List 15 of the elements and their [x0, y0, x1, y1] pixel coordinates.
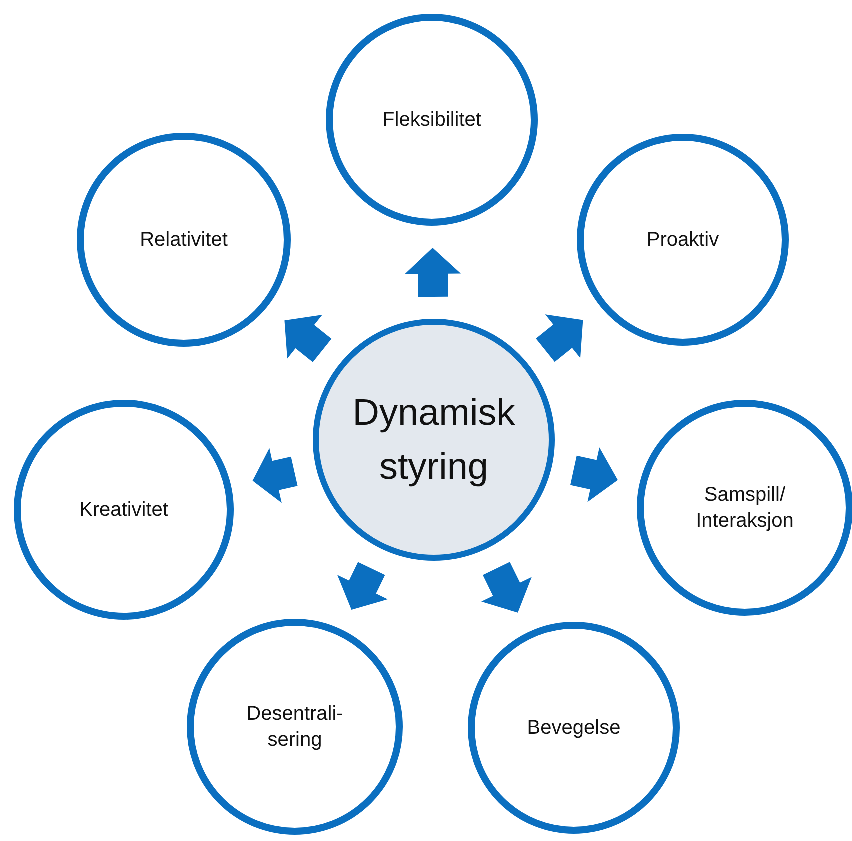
- block-arrow: [570, 448, 618, 502]
- concept-label: Samspill/ Interaksjon: [695, 483, 795, 534]
- concept-label: Desentrali- sering: [246, 702, 344, 753]
- concept-label: Bevegelse: [527, 716, 621, 741]
- concept-label: Kreativitet: [80, 498, 168, 523]
- concept-label: Fleksibilitet: [382, 108, 482, 133]
- block-arrow: [284, 315, 332, 362]
- block-arrow: [405, 248, 461, 298]
- block-arrow: [338, 562, 388, 610]
- concept-label: Proaktiv: [646, 228, 720, 253]
- block-arrow: [482, 562, 532, 613]
- concept-label: Relativitet: [140, 228, 228, 253]
- block-arrow: [536, 314, 584, 362]
- center-label: Dynamisk styring: [352, 391, 516, 489]
- block-arrow: [252, 448, 298, 504]
